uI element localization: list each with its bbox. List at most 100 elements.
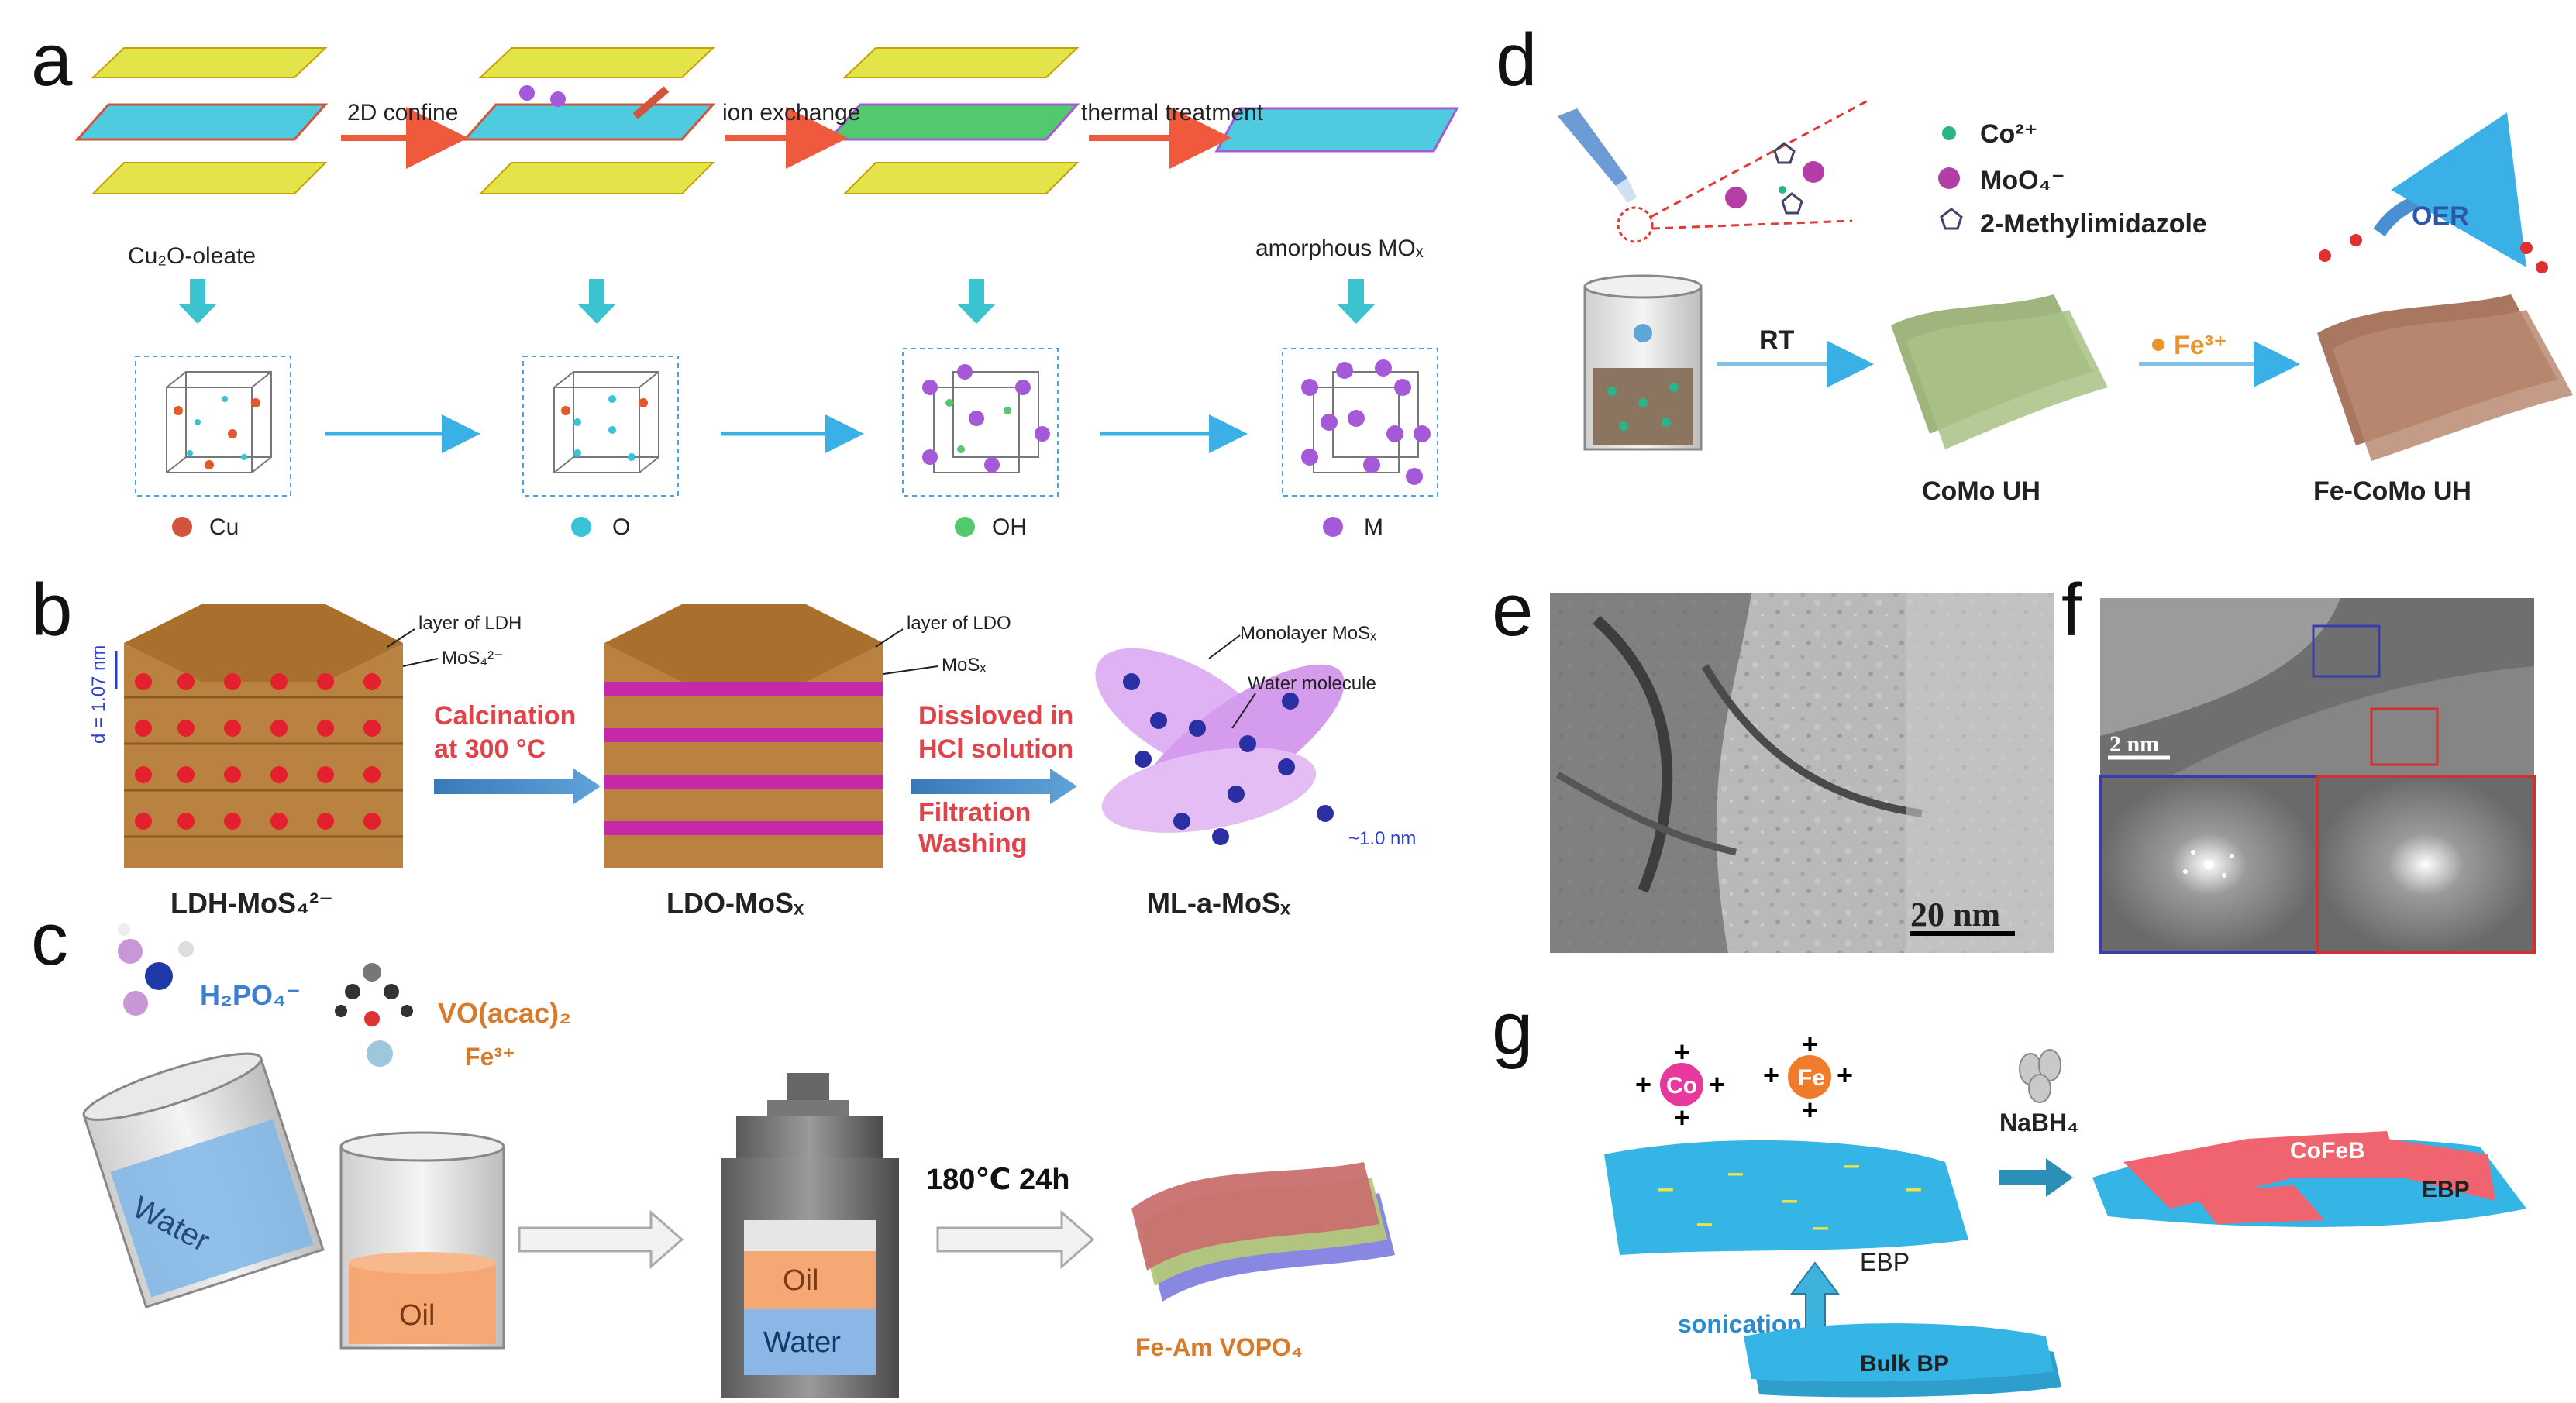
crystal-cu2o — [135, 356, 291, 497]
legend-mim: 2-Methylimidazole — [1980, 209, 2207, 239]
label-ldo-layer: layer of LDO — [907, 613, 1011, 634]
layer-stack-1 — [74, 47, 329, 194]
svg-text:+: + — [1802, 1094, 1818, 1126]
label-ldh-mos4: LDH-MoS₄²⁻ — [170, 887, 333, 919]
step2-line4: Washing — [918, 829, 1027, 858]
label-nabh4: NaBH₄ — [1999, 1109, 2078, 1136]
svg-text:‒: ‒ — [1696, 1209, 1712, 1238]
label-oil-beaker: Oil — [399, 1299, 435, 1332]
como-sheets — [1891, 294, 2108, 449]
autoclave — [721, 1073, 899, 1398]
dropper — [1558, 108, 1654, 243]
panel-e: e 20 nm — [1492, 569, 2054, 953]
svg-text:+: + — [1674, 1102, 1690, 1133]
bulk-bp — [1744, 1323, 2061, 1398]
panel-d: d Co²⁺ MoO₄⁻ 2-Methylimidazole — [1496, 19, 2573, 506]
legend-o: O — [612, 514, 630, 540]
legend-moo4: MoO₄⁻ — [1980, 166, 2065, 195]
label-voacac: VO(acac)₂ — [438, 997, 571, 1029]
svg-text:‒: ‒ — [1813, 1212, 1828, 1242]
panel-label-g: g — [1492, 987, 1533, 1070]
panel-g: g Co Fe ++++ ++++ ‒‒‒‒‒‒‒ EBP sonication… — [1492, 987, 2526, 1398]
label-rt: RT — [1759, 325, 1795, 355]
svg-text:+: + — [1709, 1068, 1725, 1100]
panel-b: b d = 1.07 nm layer of LDH MoS₄²⁻ Calcin… — [31, 569, 1416, 919]
crystal-oh — [902, 348, 1059, 497]
label-oer: OER — [2412, 201, 2469, 231]
step1-line2: at 300 °C — [434, 734, 546, 764]
panel-label-f: f — [2061, 569, 2082, 652]
svg-text:‒: ‒ — [1658, 1174, 1673, 1203]
label-water-autoclave: Water — [763, 1326, 841, 1359]
label-fe3-c: Fe³⁺ — [465, 1043, 515, 1071]
water-beaker — [82, 1052, 325, 1309]
label-monolayer: Monolayer MoSₓ — [1240, 623, 1376, 644]
svg-text:+: + — [1802, 1028, 1818, 1060]
crystal-m — [1282, 348, 1438, 497]
label-h2po4: H₂PO₄⁻ — [200, 979, 301, 1011]
scale-label-e: 20 nm — [1910, 896, 2000, 934]
cofeb-product — [2092, 1131, 2526, 1227]
arrow-c1 — [518, 1209, 684, 1270]
down-arrows — [178, 279, 1376, 324]
scale-label-f: 2 nm — [2109, 731, 2159, 757]
label-como: CoMo UH — [1922, 476, 2040, 506]
label-mosx: MoSₓ — [942, 655, 986, 676]
label-thermal-treatment: thermal treatment — [1081, 100, 1264, 126]
legend-dot-cu — [172, 517, 192, 537]
crystal-o — [522, 356, 679, 497]
fft-spots — [2183, 850, 2234, 878]
label-ebp-g: EBP — [1860, 1248, 1910, 1276]
legend-dot-m — [1323, 517, 1343, 537]
legend-cu: Cu — [209, 514, 239, 540]
label-bulk-bp: Bulk BP — [1860, 1351, 1949, 1377]
step2-line3: Filtration — [918, 798, 1031, 827]
step2-line1: Dissloved in — [918, 701, 1073, 731]
label-ion-exchange: ion exchange — [722, 100, 860, 126]
blue-roi — [2312, 624, 2381, 678]
label-ldh-layer: layer of LDH — [418, 613, 522, 634]
panel-label-c: c — [31, 898, 68, 981]
oil-beaker — [339, 1131, 505, 1350]
label-2d-confine: 2D confine — [347, 100, 458, 126]
layer-stack-3 — [826, 47, 1080, 194]
label-fe-g: Fe — [1798, 1065, 1825, 1091]
arrow-dissolve — [911, 769, 1077, 804]
svg-text:+: + — [1837, 1059, 1853, 1091]
svg-text:‒: ‒ — [1782, 1185, 1797, 1215]
h2po4-molecule — [118, 923, 194, 1016]
panel-label-e: e — [1492, 569, 1533, 652]
label-precursor: Cu₂O-oleate — [128, 243, 256, 269]
red-roi — [2370, 707, 2439, 766]
legend-co: Co²⁺ — [1980, 119, 2038, 149]
legend-m: M — [1364, 514, 1383, 540]
svg-text:+: + — [1635, 1068, 1651, 1100]
svg-text:‒: ‒ — [1906, 1174, 1921, 1203]
label-ml-a-mosx: ML-a-MoSₓ — [1147, 887, 1291, 919]
label-amorphous: amorphous MOₓ — [1255, 236, 1424, 261]
layer-stack-2 — [462, 47, 716, 194]
label-d-spacing: d = 1.07 nm — [88, 645, 109, 744]
label-condition: 180℃ 24h — [926, 1164, 1069, 1196]
fe-dot-d — [2152, 339, 2164, 351]
ldo-stack — [604, 604, 883, 868]
label-thickness: ~1.0 nm — [1348, 828, 1416, 849]
legend-dot-oh — [955, 517, 975, 537]
water-molecules — [1123, 673, 1334, 845]
ldh-stack — [115, 604, 403, 868]
legend-dot-o — [571, 517, 591, 537]
label-ldo-mosx: LDO-MoSₓ — [666, 887, 804, 919]
label-water-molecule: Water molecule — [1248, 673, 1376, 694]
fecomo-sheets — [2317, 294, 2573, 461]
oer-arrow — [2373, 112, 2526, 267]
ebp-sheet — [1604, 1140, 1968, 1255]
panel-c: c H₂PO₄⁻ VO(acac)₂ Fe³⁺ Water Oil — [31, 898, 1395, 1398]
arrow-nabh4 — [1999, 1158, 2073, 1197]
label-ebp2: EBP — [2422, 1177, 2470, 1202]
panel-label-d: d — [1496, 19, 1537, 101]
arrow-calcination — [434, 769, 601, 804]
zoom-lines — [1650, 99, 1868, 230]
plus-signs: ++++ ++++ — [1635, 1028, 1853, 1133]
